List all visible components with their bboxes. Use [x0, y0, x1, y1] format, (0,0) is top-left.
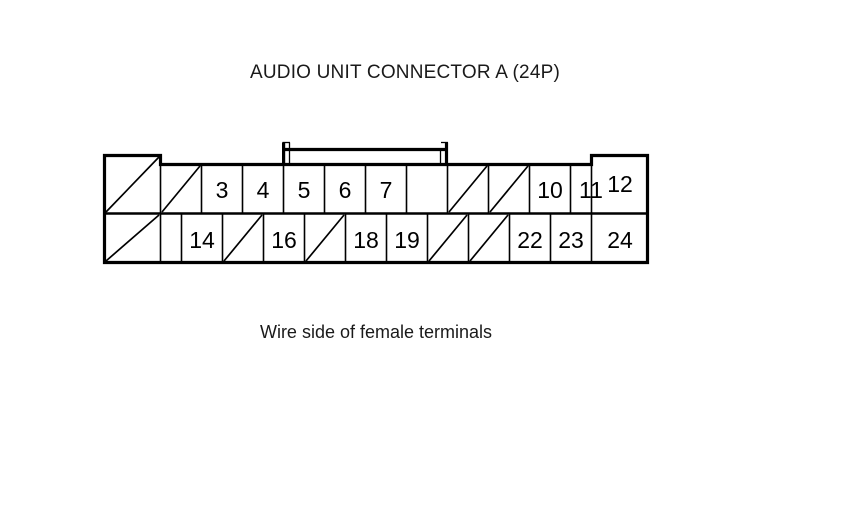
pin-label-3: 3 [216, 177, 229, 203]
pin-label-5: 5 [298, 177, 311, 203]
pin-label-19: 19 [394, 227, 420, 253]
pin-label-4: 4 [257, 177, 270, 203]
pin-label-11: 11 [579, 177, 603, 203]
pin-label-12: 12 [607, 171, 633, 197]
slash-pin-15 [223, 214, 263, 262]
pin-label-22: 22 [517, 227, 543, 253]
locking-tab-inner-lines [282, 141, 448, 164]
connector-svg: 3 4 5 6 7 10 11 12 14 16 18 19 22 23 24 [102, 141, 650, 265]
pin-label-24: 24 [607, 227, 633, 253]
slash-pin-8 [448, 165, 488, 213]
connector-diagram: 3 4 5 6 7 10 11 12 14 16 18 19 22 23 24 [96, 132, 656, 277]
unused-cavity-slashes [105, 156, 529, 262]
pin-label-23: 23 [558, 227, 584, 253]
page-title: AUDIO UNIT CONNECTOR A (24P) [0, 62, 860, 84]
slash-pin-9 [489, 165, 529, 213]
pin-label-14: 14 [189, 227, 215, 253]
slash-pin-13 [105, 214, 160, 262]
pin-label-7: 7 [380, 177, 393, 203]
pin-label-10: 10 [537, 177, 563, 203]
bottom-row-pin-numbers: 14 16 18 19 22 23 24 [189, 227, 633, 253]
figure-caption: Wire side of female terminals [0, 322, 860, 343]
pin-label-16: 16 [271, 227, 297, 253]
top-row-dividers [159, 155, 593, 214]
top-row-pin-numbers: 3 4 5 6 7 10 11 12 [216, 171, 633, 203]
pin-label-18: 18 [353, 227, 379, 253]
slash-pin-20 [428, 214, 468, 262]
page-title-text: AUDIO UNIT CONNECTOR A (24P) [249, 62, 560, 83]
slash-pin-1 [105, 156, 160, 213]
slash-pin-2 [161, 165, 201, 213]
bottom-row-dividers [159, 213, 593, 263]
figure-caption-text: Wire side of female terminals [259, 322, 493, 342]
slash-pin-21 [469, 214, 509, 262]
slash-pin-17 [305, 214, 345, 262]
pin-label-6: 6 [339, 177, 352, 203]
